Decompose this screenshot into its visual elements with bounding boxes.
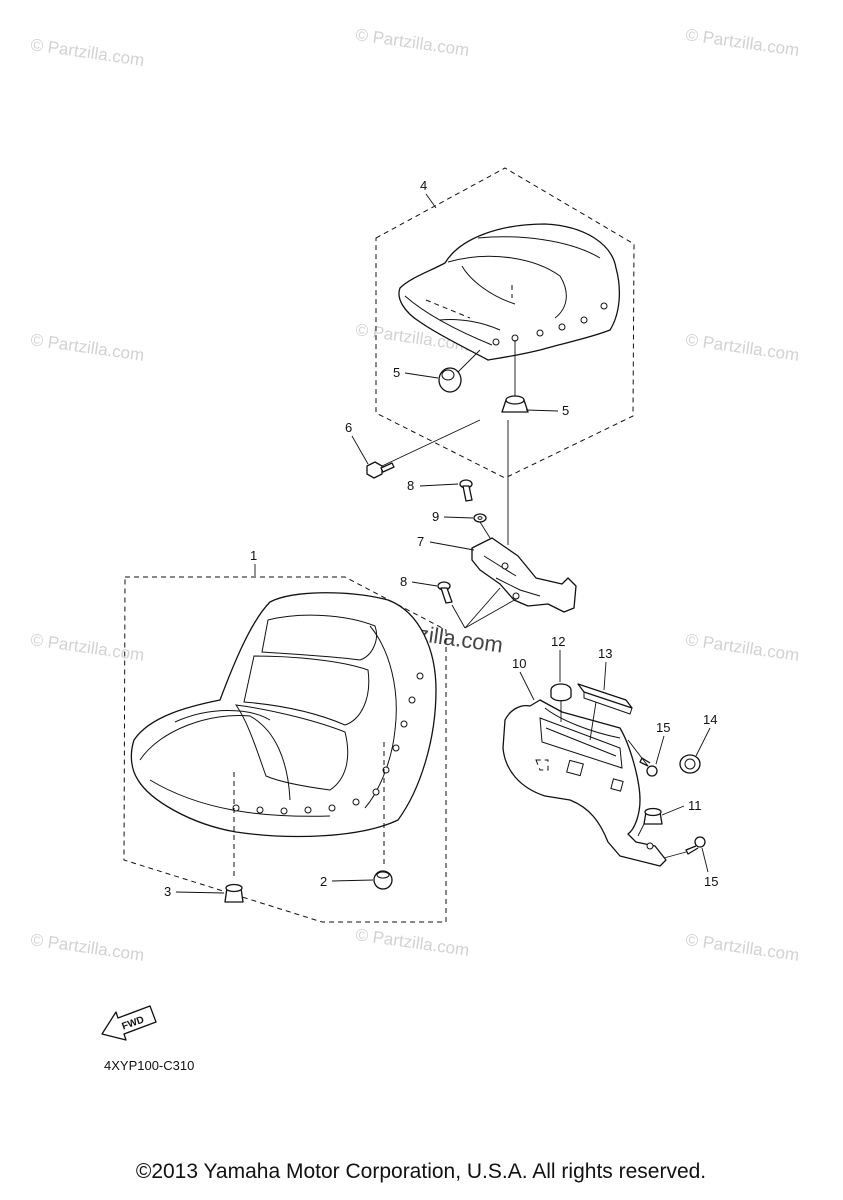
callout-14: 14 bbox=[703, 712, 717, 727]
rear-seat-grommet[interactable] bbox=[438, 367, 462, 393]
damper-2[interactable] bbox=[373, 870, 393, 890]
watermark: © Partzilla.com bbox=[684, 930, 800, 965]
front-seat[interactable] bbox=[130, 592, 437, 838]
damper-strip-13[interactable] bbox=[577, 683, 633, 709]
front-seat-group bbox=[123, 576, 447, 923]
callout-12: 12 bbox=[551, 634, 565, 649]
callout-5-left: 5 bbox=[393, 365, 400, 380]
watermark: © Partzilla.com bbox=[684, 330, 800, 365]
watermark: © Partzilla.com bbox=[354, 925, 470, 960]
callout-15-lower: 15 bbox=[704, 874, 718, 889]
callout-6: 6 bbox=[345, 420, 352, 435]
watermark-layer: © Partzilla.com © Partzilla.com © Partzi… bbox=[29, 25, 800, 965]
callout-4: 4 bbox=[420, 178, 427, 193]
callout-15-upper: 15 bbox=[656, 720, 670, 735]
callout-8-upper: 8 bbox=[407, 478, 414, 493]
fwd-arrow-icon: FWD bbox=[101, 1005, 157, 1041]
seat-cover[interactable] bbox=[502, 699, 667, 867]
watermark: © Partzilla.com bbox=[684, 25, 800, 60]
bracket-group bbox=[437, 479, 577, 629]
watermark: © Partzilla.com bbox=[684, 630, 800, 665]
callout-2: 2 bbox=[320, 874, 327, 889]
grommet-14[interactable] bbox=[679, 754, 701, 774]
watermark: © Partzilla.com bbox=[29, 930, 145, 965]
watermark: © Partzilla.com bbox=[354, 25, 470, 60]
rear-seat-group bbox=[366, 167, 635, 545]
callout-9: 9 bbox=[432, 509, 439, 524]
callout-8-lower: 8 bbox=[400, 574, 407, 589]
rear-seat-enclosure bbox=[375, 167, 635, 479]
rear-seat-damper[interactable] bbox=[501, 395, 529, 413]
copyright-notice: ©2013 Yamaha Motor Corporation, U.S.A. A… bbox=[136, 1160, 706, 1183]
watermark: © Partzilla.com bbox=[29, 330, 145, 365]
damper-11[interactable] bbox=[643, 807, 663, 825]
callout-10: 10 bbox=[512, 656, 526, 671]
grommet-12[interactable] bbox=[550, 683, 572, 702]
collar-nut-3[interactable] bbox=[224, 883, 244, 903]
watermark: © Partzilla.com bbox=[29, 630, 145, 665]
callout-7: 7 bbox=[417, 534, 424, 549]
bolt-8-upper[interactable] bbox=[459, 479, 473, 502]
callout-5-right: 5 bbox=[562, 403, 569, 418]
callout-13: 13 bbox=[598, 646, 612, 661]
callout-11: 11 bbox=[688, 798, 702, 813]
screw-15-upper[interactable] bbox=[639, 757, 658, 777]
bolt-6[interactable] bbox=[366, 461, 395, 479]
callouts: 4 5 5 6 8 9 7 8 1 2 3 10 12 bbox=[164, 178, 718, 899]
callout-1: 1 bbox=[250, 548, 257, 563]
washer-9[interactable] bbox=[473, 513, 487, 523]
screw-15-lower[interactable] bbox=[685, 836, 706, 855]
watermark: © Partzilla.com bbox=[29, 35, 145, 70]
bolt-8-lower[interactable] bbox=[437, 581, 453, 604]
cover-group bbox=[502, 671, 706, 867]
callout-3: 3 bbox=[164, 884, 171, 899]
diagram-code: 4XYP100-C310 bbox=[104, 1058, 194, 1073]
front-seat-enclosure bbox=[123, 576, 447, 923]
seat-bracket[interactable] bbox=[471, 537, 577, 613]
